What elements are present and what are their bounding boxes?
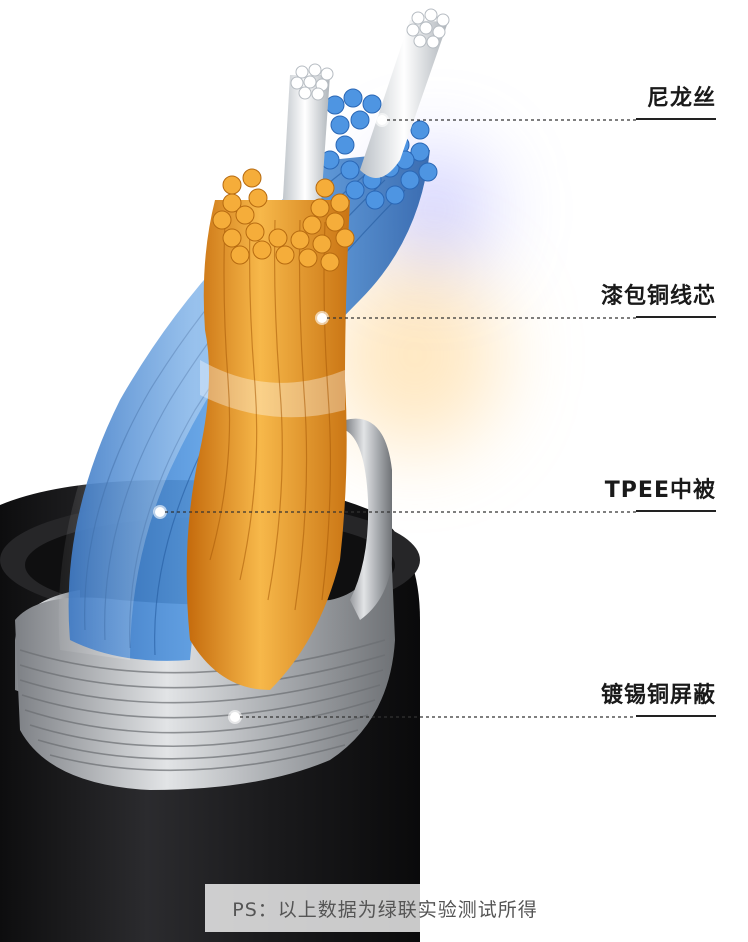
leader-lines (165, 119, 636, 718)
caption-text: PS：以上数据为绿联实验测试所得 (232, 898, 538, 921)
label-nylon: 尼龙丝 (646, 86, 716, 111)
label-shield: 镀锡铜屏蔽 (600, 683, 716, 708)
tpee-layer (58, 215, 330, 660)
underline-copper-core (636, 316, 716, 318)
label-copper-core: 漆包铜线芯 (600, 284, 716, 309)
underline-nylon (636, 118, 716, 120)
copper-core-bundle (186, 168, 355, 690)
caption-bar: PS：以上数据为绿联实验测试所得 (205, 884, 565, 932)
label-tpee: TPEE中被 (604, 478, 716, 503)
nylon-strand-right (360, 8, 450, 178)
underline-shield (636, 715, 716, 717)
underline-tpee (636, 510, 716, 512)
